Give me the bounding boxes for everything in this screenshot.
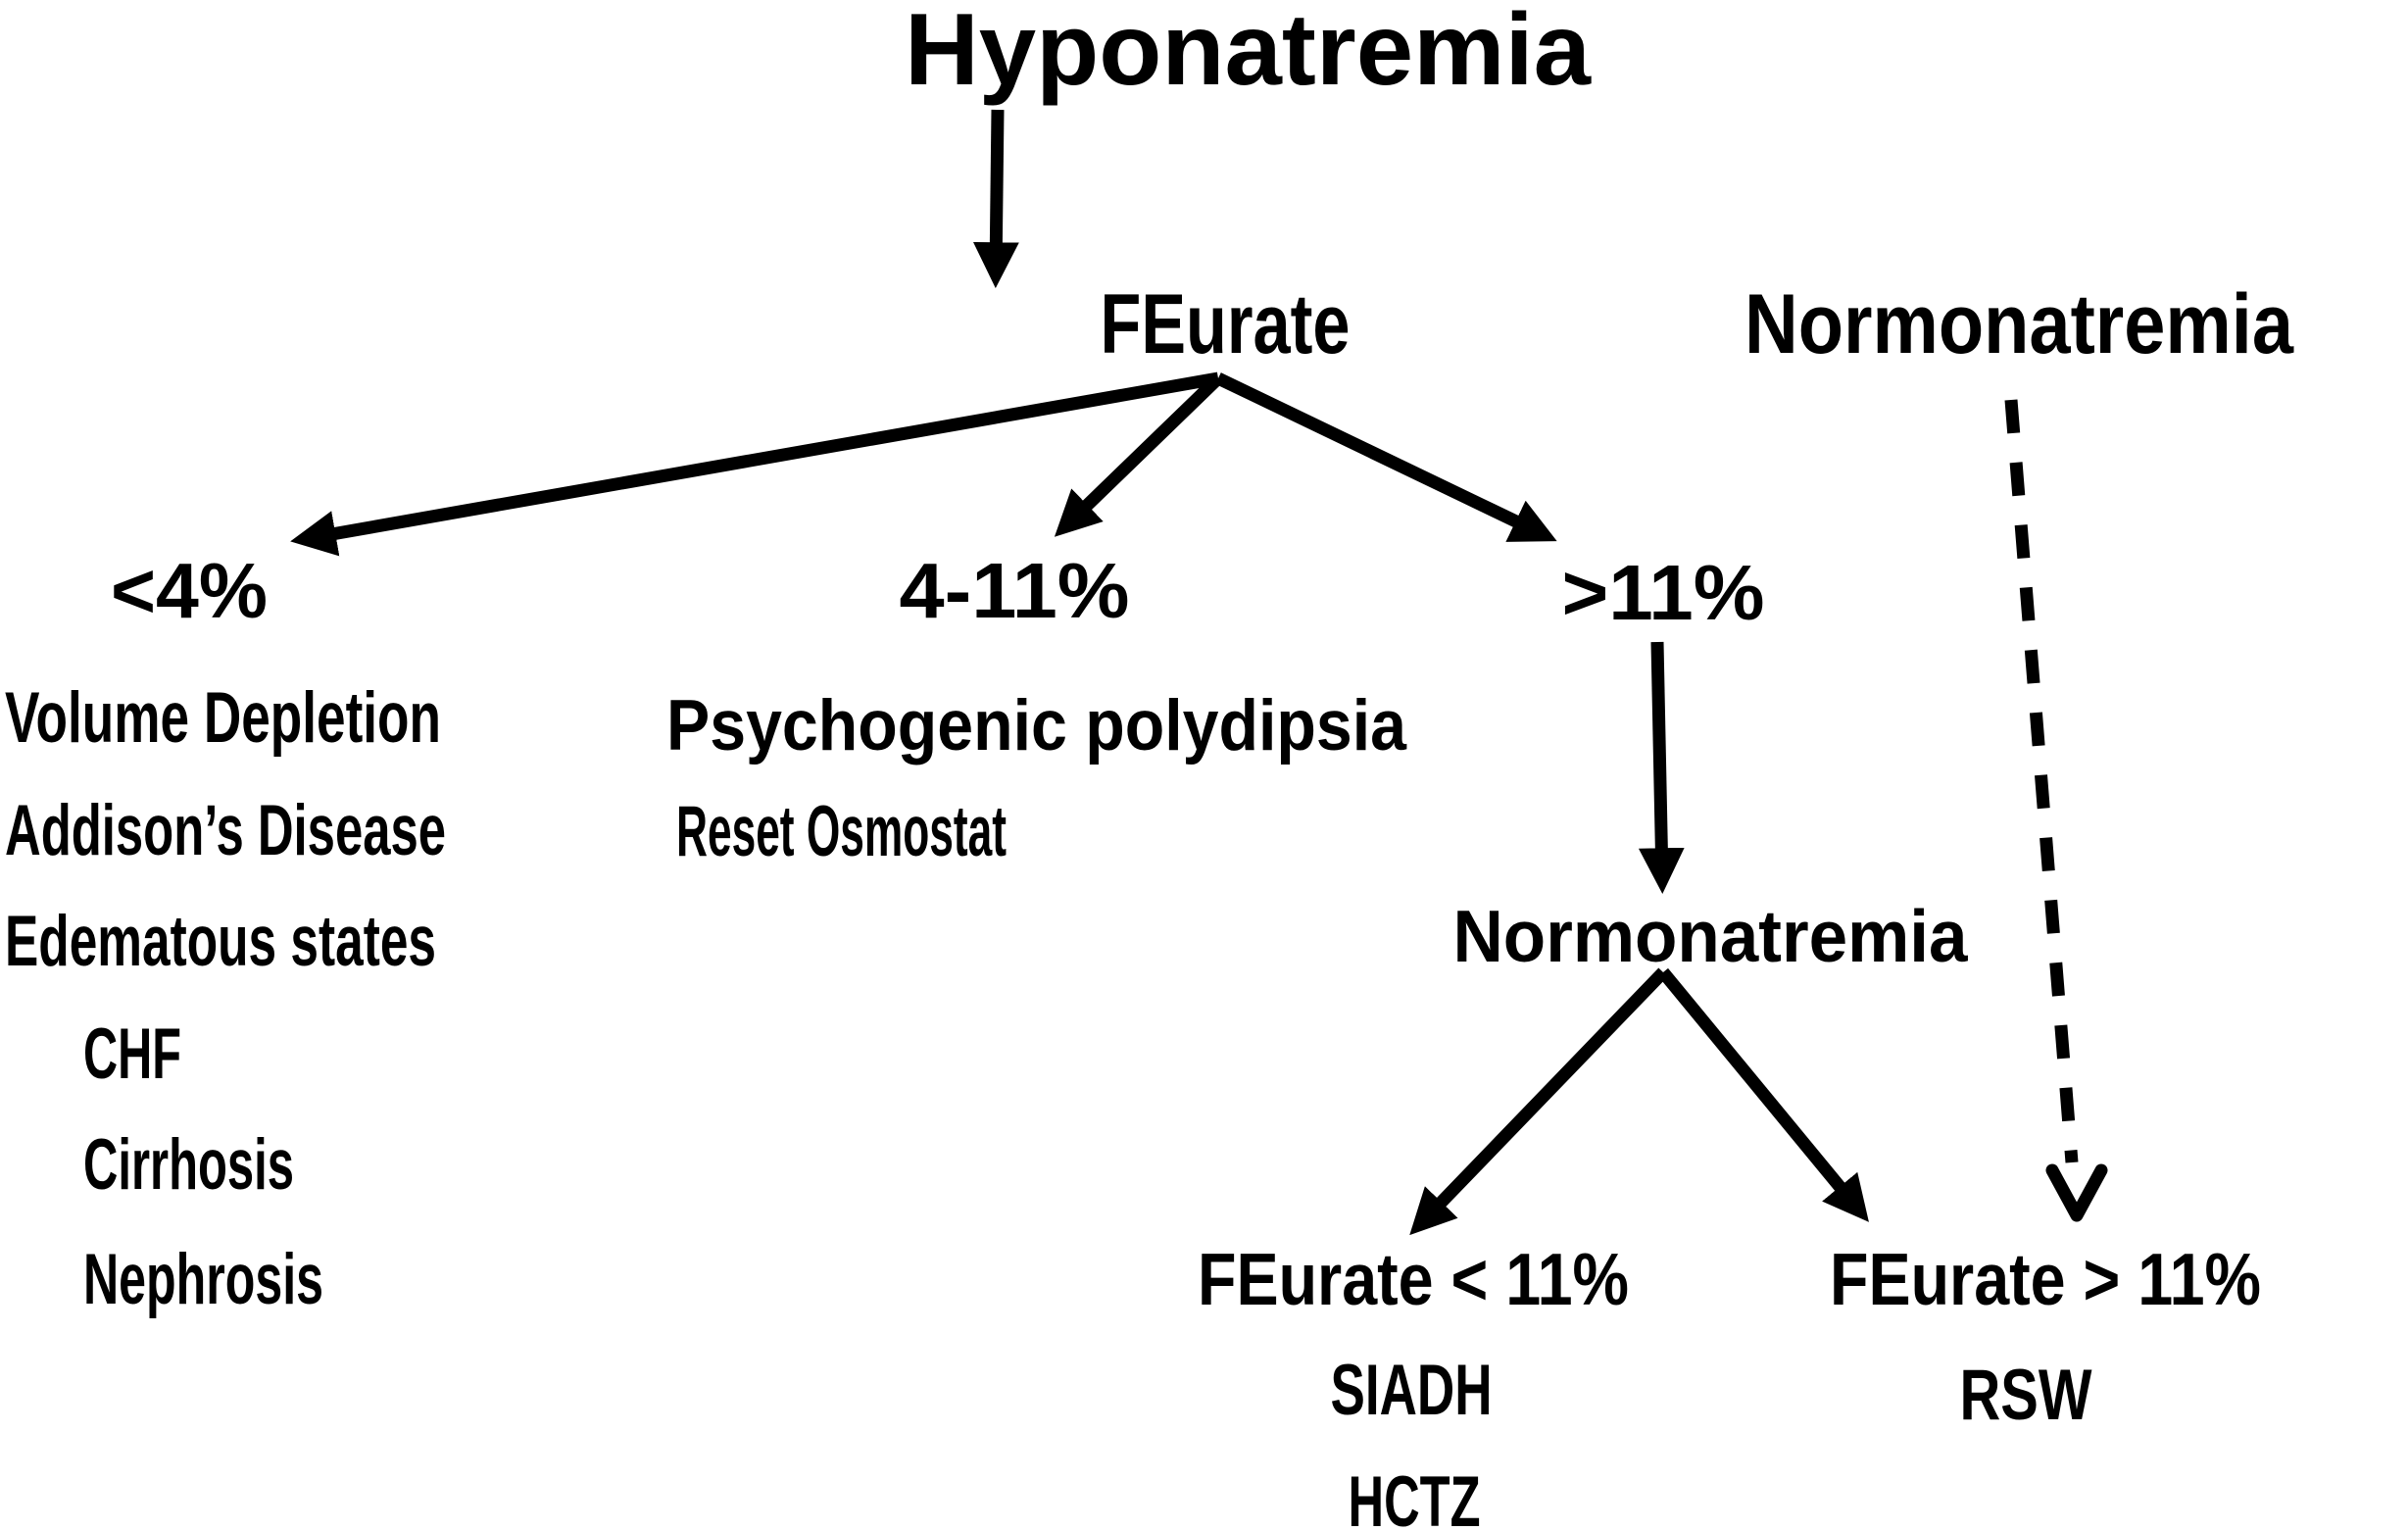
list-item-siadh: SIADH — [1331, 1351, 1493, 1430]
dashed-arrow-normonatremia-right — [2004, 399, 2079, 1163]
arrow-feurate-to-gt11pct — [1215, 372, 1557, 542]
list-item-rsw: RSW — [1960, 1356, 2092, 1435]
arrow-hyponatremia-to-feurate — [972, 109, 1019, 289]
node-normonatremia-mid: Normonatremia — [1453, 895, 1969, 977]
arrow-feurate-to-4-11pct — [1054, 373, 1223, 537]
label-gt11pct: >11% — [1562, 549, 1765, 636]
list-item-reset-osmostat: Reset Osmostat — [676, 792, 1007, 871]
node-feurate: FEurate — [1101, 277, 1351, 371]
list-item-cirrhosis: Cirrhosis — [83, 1125, 294, 1205]
arrow-gt11pct-to-normonatremia — [1638, 641, 1685, 895]
list-item-chf: CHF — [83, 1014, 181, 1094]
list-item-hctz: HCTZ — [1349, 1462, 1481, 1531]
node-feurate-gt11: FEurate > 11% — [1830, 1238, 2261, 1320]
arrow-feurate-to-lt4pct — [290, 371, 1220, 557]
list-item-addisons-disease: Addison’s Disease — [5, 791, 446, 870]
list-item-volume-depletion: Volume Depletion — [5, 678, 441, 758]
list-item-psychogenic-polydipsia: Psychogenic polydipsia — [666, 686, 1407, 766]
list-item-nephrosis: Nephrosis — [83, 1240, 323, 1319]
title-hyponatremia: Hyponatremia — [905, 0, 1592, 107]
label-lt4pct: <4% — [111, 547, 268, 634]
list-item-edematous-states: Edematous states — [5, 902, 436, 981]
label-4-11pct: 4-11% — [900, 547, 1130, 634]
dashed-arrowhead — [2045, 1163, 2108, 1222]
arrow-normonatremia-to-feurate-lt11 — [1409, 967, 1668, 1236]
heading-normonatremia-right: Normonatremia — [1745, 277, 2294, 371]
arrow-normonatremia-to-feurate-gt11 — [1657, 967, 1869, 1222]
node-feurate-lt11: FEurate < 11% — [1198, 1238, 1629, 1320]
